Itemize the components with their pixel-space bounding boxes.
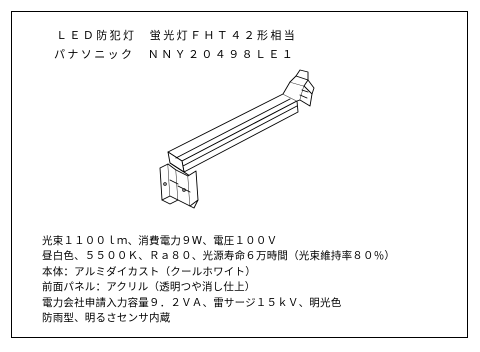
spec-line-flux: 光束１１００ｌｍ、消費電力９W、電圧１００Ｖ — [42, 235, 278, 247]
product-title: ＬＥＤ防犯灯 蛍光灯ＦＨＴ４２形相当 — [56, 29, 298, 42]
spec-line-features: 防雨型、明るさセンサ内蔵 — [42, 312, 171, 325]
led-security-light-fixture-drawing-icon — [159, 69, 315, 209]
spec-list: 光束１１００ｌｍ、消費電力９W、電圧１００Ｖ 昼白色、５５００Ｋ、Ｒａ８０、光源… — [42, 234, 395, 326]
product-model: パナソニック ＮＮＹ２０４９８ＬＥ１ — [54, 48, 296, 61]
spec-line-power: 電力会社申請入力容量９．２ＶＡ、雷サージ１５ｋＶ、明光色 — [42, 296, 342, 309]
spec-card-frame — [11, 11, 468, 338]
spec-line-body: 本体：アルミダイカスト（クールホワイト） — [42, 265, 256, 278]
spec-line-panel: 前面パネル：アクリル（透明つや消し仕上） — [42, 281, 256, 294]
spec-line-color: 昼白色、５５００Ｋ、Ｒａ８０、光源寿命６万時間（光束維持率８０％） — [42, 250, 396, 263]
